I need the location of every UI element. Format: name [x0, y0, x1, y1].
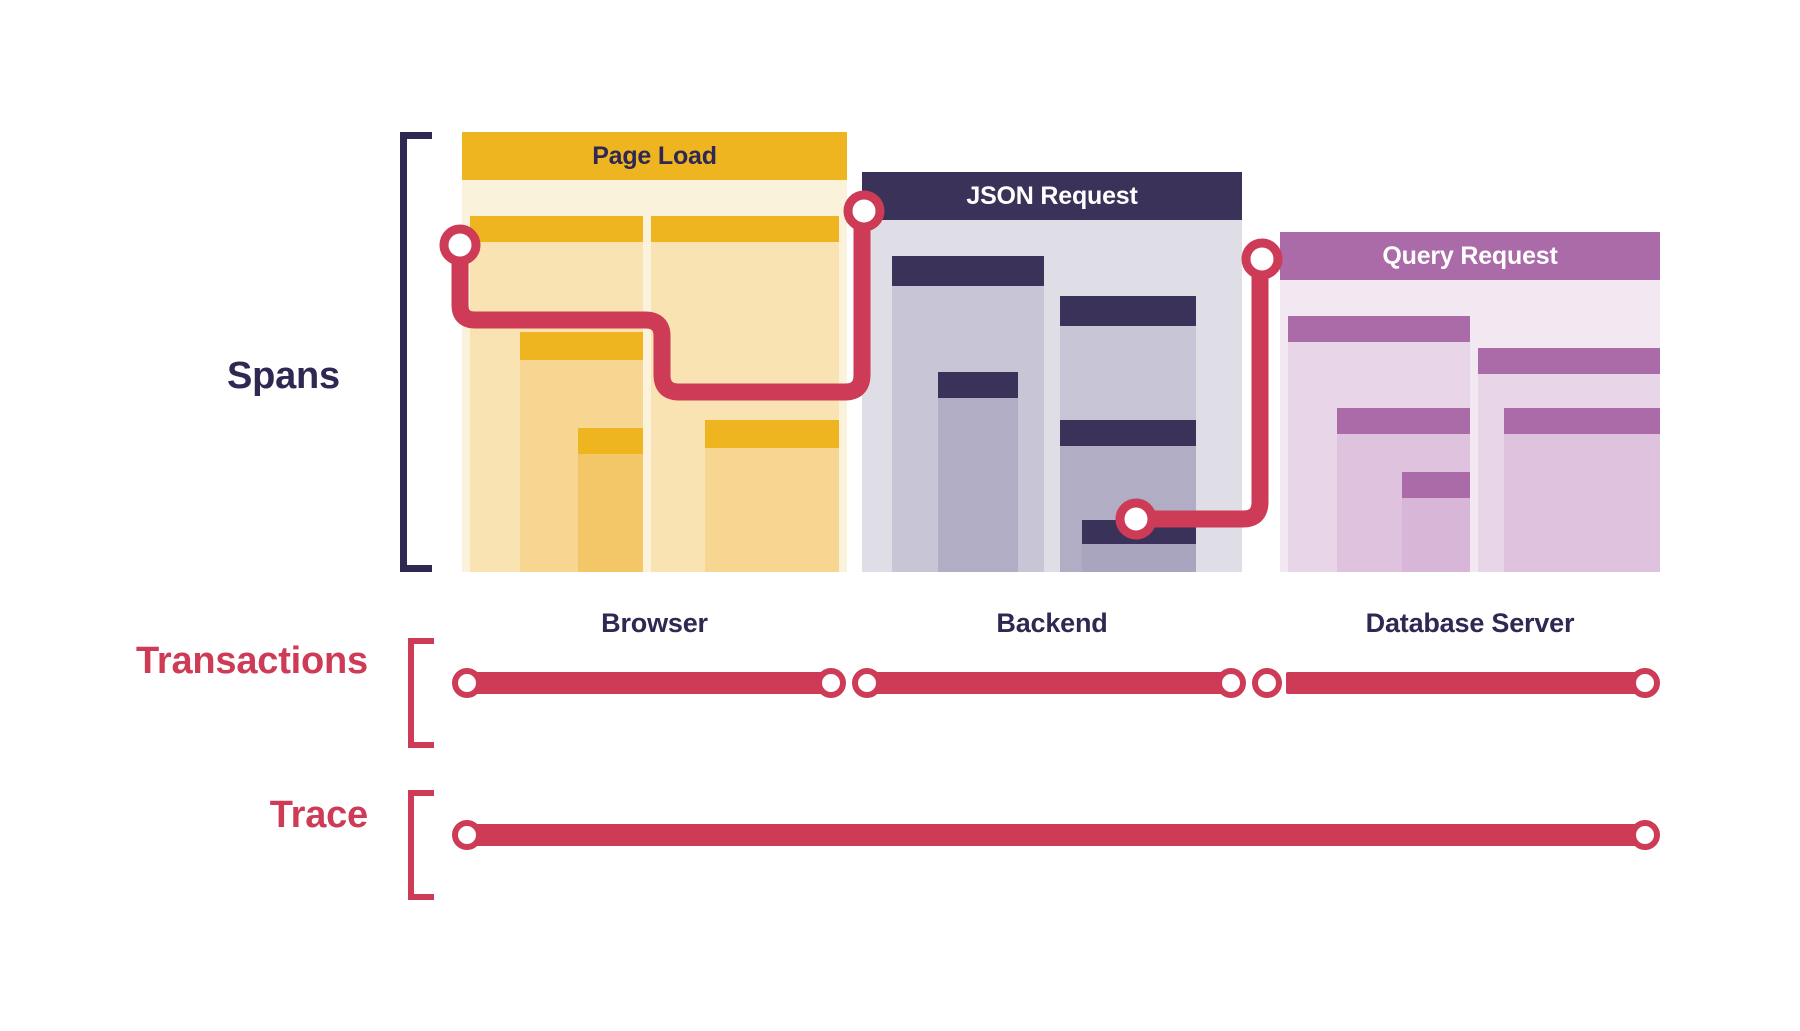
transaction-segment-database[interactable] — [1286, 672, 1646, 694]
span-bar-cap — [1287, 316, 1470, 342]
row-label-trace: Trace — [269, 794, 369, 836]
span-bar-browser-a1a[interactable] — [577, 428, 643, 572]
transaction-node-5[interactable] — [1252, 668, 1282, 698]
transaction-segment-backend[interactable] — [868, 672, 1232, 694]
span-bar-browser-b1[interactable] — [704, 420, 840, 572]
trace-node-end[interactable] — [1630, 820, 1660, 850]
span-bar-backend-d2[interactable] — [1082, 520, 1197, 572]
span-bar-cap — [469, 216, 643, 242]
bracket-trace — [408, 790, 434, 900]
span-bar-cap — [1401, 472, 1470, 498]
span-column-database[interactable]: Query Request — [1280, 232, 1660, 572]
span-column-browser-body — [462, 180, 847, 572]
trace-node-start[interactable] — [452, 820, 482, 850]
column-caption-browser: Browser — [601, 608, 708, 638]
transaction-segment-browser[interactable] — [468, 672, 836, 694]
span-bar-database-f1[interactable] — [1504, 408, 1660, 572]
column-caption-database: Database Server — [1365, 608, 1575, 638]
span-bar-fill — [1504, 408, 1660, 572]
span-bar-cap — [577, 428, 643, 454]
bracket-spans — [400, 132, 432, 572]
span-bar-cap — [1059, 296, 1197, 326]
span-bar-cap — [519, 332, 643, 360]
span-column-backend[interactable]: JSON Request — [862, 172, 1242, 572]
span-bar-cap — [1477, 348, 1660, 374]
span-bar-cap — [650, 216, 840, 242]
span-bar-cap — [1082, 520, 1197, 544]
span-column-backend-header: JSON Request — [862, 172, 1242, 220]
span-bar-cap — [892, 256, 1045, 286]
span-column-browser-header: Page Load — [462, 132, 847, 180]
transaction-node-2[interactable] — [816, 668, 846, 698]
transaction-node-4[interactable] — [1216, 668, 1246, 698]
connector-node-database-start — [1241, 238, 1283, 280]
bracket-transactions — [408, 638, 434, 748]
span-bar-cap — [1337, 408, 1470, 434]
row-label-transactions: Transactions — [135, 640, 368, 682]
trace-segment[interactable] — [468, 824, 1646, 846]
span-column-database-body — [1280, 280, 1660, 572]
span-bar-cap — [704, 420, 840, 448]
span-bar-cap — [1504, 408, 1660, 434]
span-column-browser[interactable]: Page Load — [462, 132, 847, 572]
span-column-database-header: Query Request — [1280, 232, 1660, 280]
row-label-spans: Spans — [226, 355, 340, 397]
column-caption-backend: Backend — [996, 608, 1108, 638]
span-bar-backend-c1[interactable] — [938, 372, 1018, 572]
span-column-backend-body — [862, 220, 1242, 572]
span-bar-cap — [938, 372, 1018, 398]
span-bar-fill — [938, 372, 1018, 572]
transaction-node-6[interactable] — [1630, 668, 1660, 698]
span-bar-database-e1a[interactable] — [1401, 472, 1470, 572]
span-bar-cap — [1059, 420, 1197, 446]
transaction-node-3[interactable] — [852, 668, 882, 698]
transaction-node-1[interactable] — [452, 668, 482, 698]
